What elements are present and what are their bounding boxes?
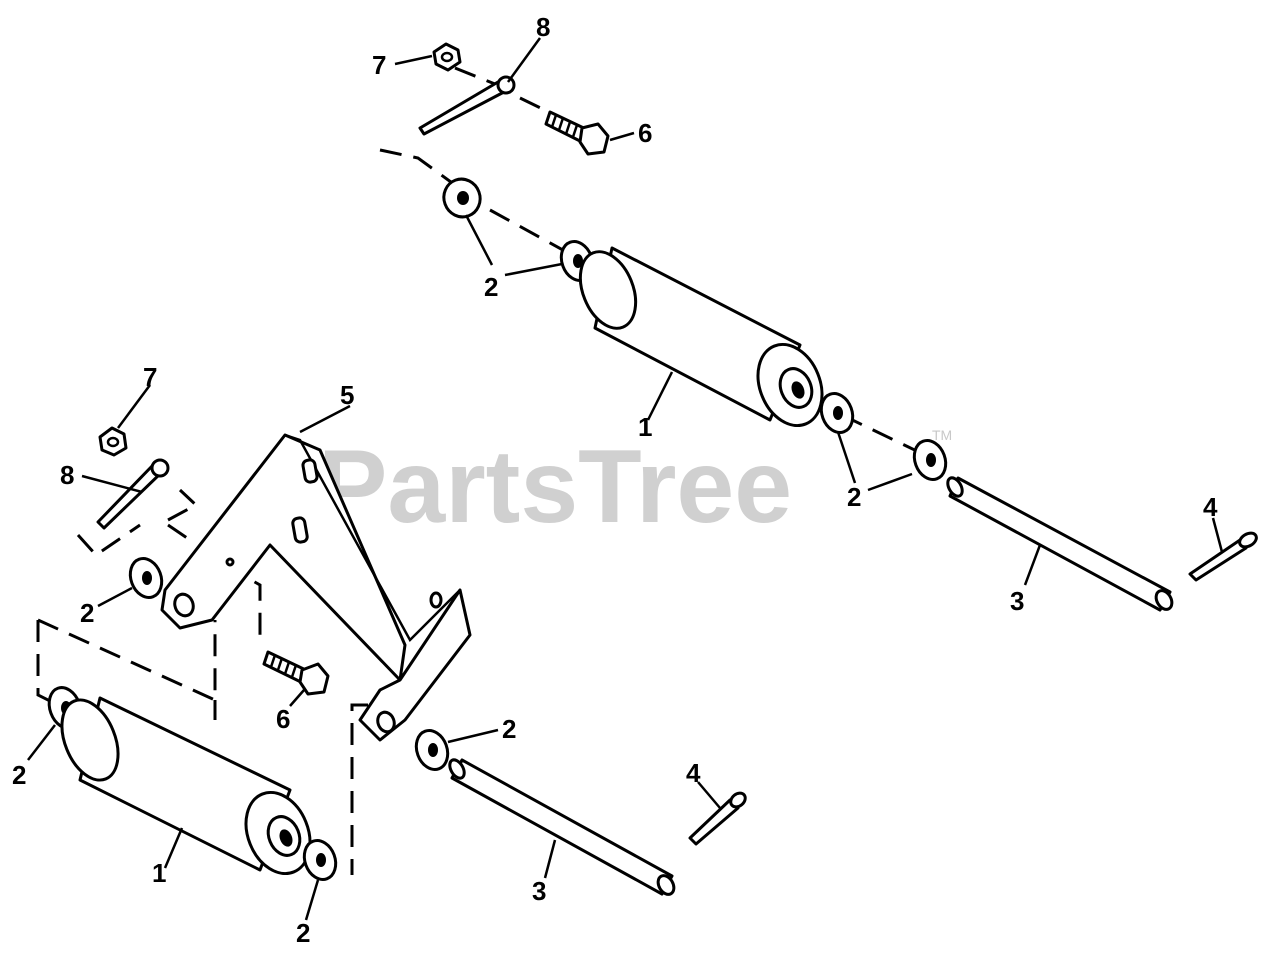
callout-upper-washer: 2 [484, 272, 498, 302]
lower-washer-bracket [128, 557, 164, 599]
upper-bolt [544, 110, 610, 156]
lower-roller [60, 696, 312, 876]
lower-bracket [160, 433, 472, 742]
upper-washer-right-a [819, 392, 855, 434]
leader-upper-cotter-pin [506, 37, 542, 83]
leader-lower-cotter-pin [81, 474, 143, 494]
watermark-trademark: TM [932, 427, 952, 443]
lower-nut [98, 426, 128, 457]
lower-washer-mid [414, 729, 450, 771]
leader-lower-washer-bracket [97, 586, 133, 608]
callout-lower-washer-mid: 2 [502, 714, 516, 744]
upper-assembly-line-left [379, 148, 573, 257]
callout-lower-cotter: 4 [686, 758, 701, 788]
leader-lower-roller [163, 827, 184, 869]
leader-lower-washer-bottom [304, 879, 320, 921]
lower-assembly-line-hardware [76, 488, 199, 557]
callout-lower-nut: 7 [143, 362, 157, 392]
callout-lower-roller: 1 [152, 858, 166, 888]
callout-upper-cotter-pin: 8 [536, 12, 550, 42]
leader-lower-washer-left [27, 724, 56, 761]
lower-assembly-line-roller [36, 618, 217, 720]
leader-upper-pin [1023, 544, 1042, 586]
leader-lower-washer-mid [447, 728, 499, 744]
lower-assembly-line-bracket [350, 703, 368, 875]
callout-lower-pin: 3 [532, 876, 546, 906]
upper-washer-left [442, 177, 482, 219]
leader-lower-bolt [289, 689, 305, 707]
upper-cotter-pin [418, 75, 516, 136]
watermark-text: PartsTree [318, 429, 792, 545]
leader-lower-pin [543, 839, 557, 879]
callout-bracket: 5 [340, 380, 354, 410]
upper-nut [432, 42, 462, 72]
leader-lower-bracket [299, 404, 351, 434]
lower-cotter [688, 791, 747, 846]
callout-lower-cotter-pin: 8 [60, 460, 74, 490]
callout-upper-bolt: 6 [638, 118, 652, 148]
callout-lower-washer-bracket: 2 [80, 598, 94, 628]
lower-cotter-pin [96, 458, 170, 530]
callout-upper-roller: 1 [638, 412, 652, 442]
leader-upper-nut [394, 54, 433, 66]
callout-upper-nut: 7 [372, 50, 386, 80]
upper-assembly-line-right [841, 413, 926, 457]
callout-upper-pin: 3 [1010, 586, 1024, 616]
upper-pin [946, 476, 1174, 612]
upper-roller [578, 246, 824, 428]
callout-lower-washer-bottom: 2 [296, 918, 310, 948]
leader-upper-washers-right [836, 431, 913, 492]
callout-lower-washer-left: 2 [12, 760, 26, 790]
upper-assembly: 7 8 6 2 1 2 3 4 [372, 12, 1258, 616]
callout-upper-washer-right: 2 [847, 482, 861, 512]
leader-lower-nut [116, 384, 152, 429]
lower-bolt [262, 650, 330, 696]
callout-lower-bolt: 6 [276, 704, 290, 734]
upper-cotter [1188, 531, 1258, 582]
leader-lower-cotter [697, 781, 721, 809]
leader-upper-washers [464, 214, 563, 277]
lower-pin [448, 758, 676, 896]
lower-washer-bottom [302, 839, 338, 881]
callout-upper-cotter: 4 [1203, 492, 1218, 522]
upper-assembly-line-hardware [454, 66, 556, 117]
leader-upper-roller [646, 371, 674, 421]
upper-washer-right-b [912, 439, 948, 481]
lower-assembly: 7 8 5 2 6 2 1 2 2 3 4 [12, 362, 747, 948]
leader-upper-bolt [609, 131, 635, 142]
leader-upper-cotter [1211, 517, 1224, 553]
